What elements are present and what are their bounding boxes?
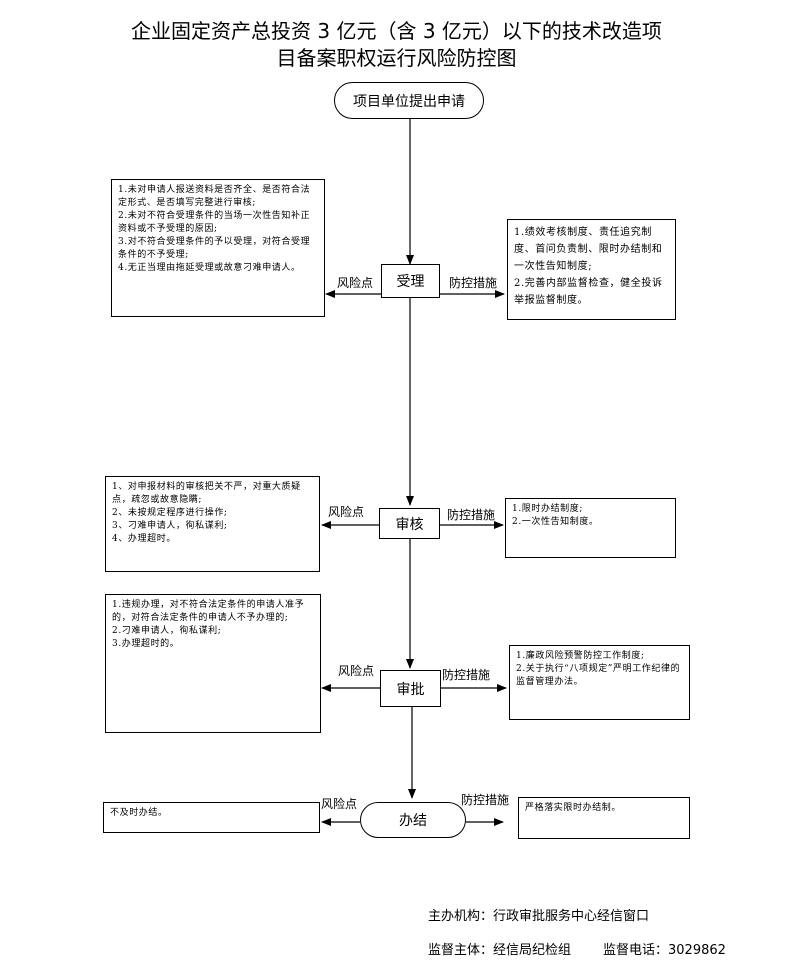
approve-control-box: 1.廉政风险预警防控工作制度; 2.关于执行“八项规定”严明工作纪律的监督管理办… [509, 645, 690, 720]
finish-control-label: 防控措施 [461, 793, 510, 807]
title-line-2: 目备案职权运行风险防控图 [276, 46, 517, 70]
accept-risk-box: 1.未对申请人报送资料是否齐全、是否符合法定形式、是否填写完整进行审核; 2.未… [111, 179, 325, 317]
approve-risk-label: 风险点 [338, 664, 375, 678]
review-control-box: 1.限时办结制度; 2.一次性告知制度。 [505, 498, 676, 558]
approve-risk-box: 1.违规办理，对不符合法定条件的申请人准予的，对符合法定条件的申请人不予办理的;… [105, 594, 321, 733]
accept-control-box: 1.绩效考核制度、责任追究制度、首问负责制、限时办结制和一次性告知制度; 2.完… [507, 219, 676, 320]
footer-phone: 监督电话：3029862 [603, 943, 726, 958]
finish-control-box: 严格落实限时办结制。 [518, 797, 690, 839]
review-control-label: 防控措施 [447, 508, 496, 522]
accept-control-label: 防控措施 [449, 276, 498, 290]
footer-supervisor: 监督主体：经信局纪检组 [428, 943, 572, 958]
step-finish-node: 办结 [360, 802, 466, 838]
step-start-node: 项目单位提出申请 [334, 82, 484, 119]
review-risk-box: 1、对申报材料的审核把关不严，对重大质疑点，疏忽或故意隐瞒; 2、未按规定程序进… [105, 476, 320, 572]
step-approve-node: 审批 [380, 670, 441, 707]
review-risk-label: 风险点 [328, 505, 365, 519]
finish-risk-box: 不及时办结。 [103, 802, 320, 833]
step-review-node: 审核 [379, 508, 440, 539]
approve-control-label: 防控措施 [442, 668, 491, 682]
footer-organization: 主办机构：行政审批服务中心经信窗口 [428, 909, 650, 924]
title-line-1: 企业固定资产总投资 3 亿元（含 3 亿元）以下的技术改造项 [131, 19, 662, 43]
accept-risk-label: 风险点 [337, 276, 374, 290]
finish-risk-label: 风险点 [321, 797, 358, 811]
step-accept-node: 受理 [381, 264, 440, 298]
